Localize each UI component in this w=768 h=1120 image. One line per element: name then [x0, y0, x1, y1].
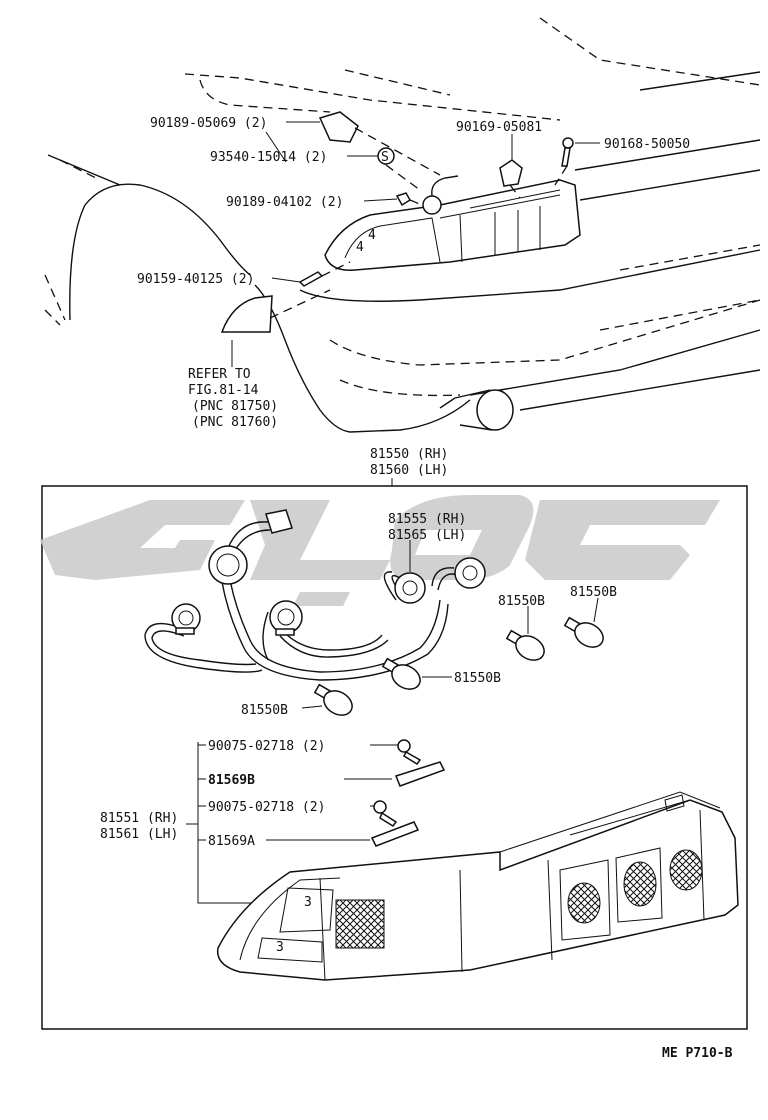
refer-note: REFER TO FIG.81-14 (PNC 81750) (PNC 8176… [188, 367, 278, 430]
assembly-frame [41, 485, 748, 1030]
grommet-part [499, 159, 523, 187]
watermark-logo [40, 495, 720, 606]
callout-90169-05081: 90169-05081 [456, 120, 542, 135]
svg-text:81555 (RH): 81555 (RH) [388, 512, 466, 527]
lens-screw-part [370, 800, 398, 827]
svg-text:81550 (RH): 81550 (RH) [370, 447, 448, 462]
callout-90075-02718-a: 90075-02718 (2) [208, 739, 325, 754]
svg-text:FIG.81-14: FIG.81-14 [188, 383, 259, 398]
tail-lamp-lens-assembly: 3 3 [216, 791, 739, 981]
bulb-callouts: 81550B 81550B 81550B 81550B [241, 585, 617, 718]
vehicle-body-outline [44, 17, 761, 433]
callout-81569B: 81569B [208, 773, 255, 788]
bulb-socket [171, 603, 201, 635]
gasket-part [344, 761, 446, 787]
lens-part-callouts: 90075-02718 (2) 81569B 90075-02718 (2) 8… [208, 739, 325, 849]
svg-text:81565 (LH): 81565 (LH) [388, 528, 466, 543]
middle-leader-lines [301, 540, 599, 709]
tail-lamp-installed: 4 4 [324, 179, 581, 271]
upper-leader-lines [231, 121, 600, 367]
callout-bulb-4: 81550B [241, 703, 288, 718]
svg-text:REFER TO: REFER TO [188, 367, 251, 382]
side-marker-lens [220, 295, 273, 333]
callout-90168-50050: 90168-50050 [604, 137, 690, 152]
clip-part: S [377, 147, 395, 165]
gasket-part [266, 821, 420, 847]
callout-90159-40125: 90159-40125 (2) [137, 272, 254, 287]
svg-text:3: 3 [276, 940, 284, 955]
svg-text:4: 4 [356, 240, 364, 255]
wiring-harness [144, 509, 459, 681]
bulb-socket [208, 545, 248, 585]
bulb-socket [394, 572, 426, 604]
nut-part [395, 192, 412, 207]
bulb [381, 657, 421, 690]
svg-text:81561 (LH): 81561 (LH) [100, 827, 178, 842]
callout-bulb-1: 81550B [498, 594, 545, 609]
svg-text:(PNC 81750): (PNC 81750) [192, 399, 278, 414]
lens-assembly-callout: 81551 (RH) 81561 (LH) [100, 811, 178, 842]
svg-text:81551 (RH): 81551 (RH) [100, 811, 178, 826]
socket-callout: 81555 (RH) 81565 (LH) [388, 512, 466, 543]
callout-bulb-2: 81550B [570, 585, 617, 600]
lens-parts-bracket [186, 742, 258, 904]
svg-text:S: S [381, 150, 389, 165]
callout-93540-15014: 93540-15014 (2) [210, 150, 327, 165]
svg-text:4: 4 [368, 228, 376, 243]
bulb [313, 683, 353, 716]
figure-code: ME P710-B [662, 1046, 733, 1061]
callout-81569A: 81569A [208, 834, 255, 849]
bulb-socket [269, 600, 303, 636]
svg-text:3: 3 [304, 895, 312, 910]
bulb [505, 629, 545, 661]
callout-90075-02718-b: 90075-02718 (2) [208, 800, 325, 815]
bulb [563, 616, 604, 648]
assembly-label: 81550 (RH) 81560 (LH) [370, 447, 448, 486]
svg-text:(PNC 81760): (PNC 81760) [192, 415, 278, 430]
socket-installed [422, 175, 459, 215]
callout-90189-05069: 90189-05069 (2) [150, 116, 267, 131]
callout-90189-04102: 90189-04102 (2) [226, 195, 343, 210]
bulb-socket [454, 557, 486, 589]
lens-screw-part [370, 739, 422, 765]
svg-text:81560 (LH): 81560 (LH) [370, 463, 448, 478]
screw-part-left [298, 271, 324, 287]
upper-callouts: 90189-05069 (2) 93540-15014 (2) 90189-04… [137, 116, 690, 287]
callout-bulb-3: 81550B [454, 671, 501, 686]
upper-guide-lines [269, 127, 568, 319]
harness-connector-part [318, 111, 359, 143]
screw-part-right [561, 137, 574, 167]
